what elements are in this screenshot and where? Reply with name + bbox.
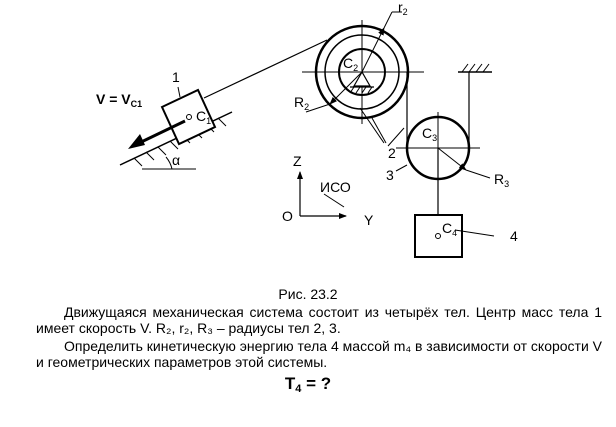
axis-y-label: Y [364, 212, 374, 228]
problem-paragraph-1: Движущаяся механическая система состоит … [36, 304, 602, 336]
rope-1-2 [203, 39, 328, 99]
r2-small-label: r2 [398, 0, 408, 17]
r3-label: R3 [494, 171, 509, 189]
r2-big-label: R2 [294, 94, 309, 112]
iso-label: ИСО [320, 179, 351, 195]
body-4-block [414, 214, 495, 258]
body-4-label: 4 [510, 228, 518, 244]
body-1-label: 1 [172, 69, 180, 85]
axis-o-label: O [282, 208, 293, 224]
ceiling-support [458, 63, 492, 148]
body-3-pulley [395, 112, 491, 184]
c4-label: C4 [442, 220, 457, 238]
figure-caption: Рис. 23.2 [278, 286, 338, 302]
body-2-pulley [302, 11, 424, 124]
question-line: T4 = ? [284, 374, 332, 395]
velocity-vector [128, 119, 186, 149]
body-3-label: 3 [386, 167, 394, 183]
body-2-label: 2 [388, 145, 396, 161]
c1-label: C1 [196, 108, 211, 126]
axis-z-label: Z [293, 153, 302, 169]
c2-label: C2 [343, 55, 358, 73]
mechanism-figure: V = VC1 1 C1 α r2 C2 R2 C3 R3 2 3 C4 4 Z… [96, 0, 518, 258]
body-1-block [160, 86, 217, 146]
c3-label: C3 [422, 125, 437, 143]
angle-arc [165, 156, 173, 170]
alpha-label: α [172, 152, 180, 168]
problem-paragraph-2: Определить кинетическую энергию тела 4 м… [36, 338, 603, 370]
velocity-label: V = VC1 [96, 91, 142, 109]
inertial-frame [297, 171, 347, 219]
label-2-leaders [359, 107, 405, 147]
